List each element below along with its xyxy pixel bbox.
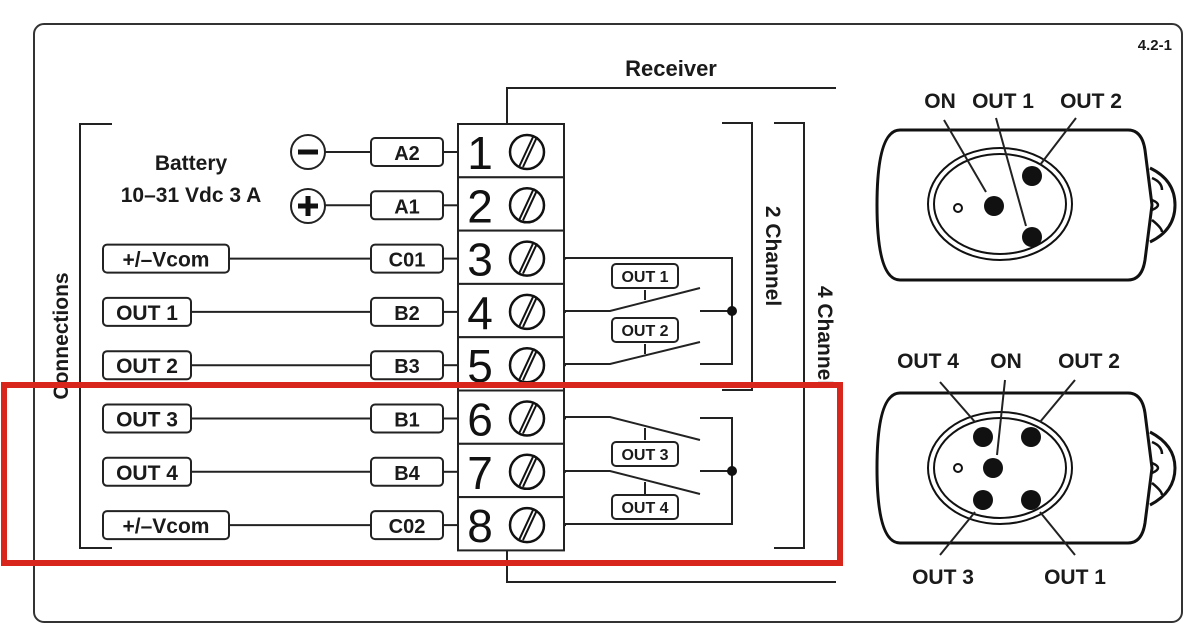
- button-out-3: [973, 490, 993, 510]
- figure-id: 4.2-1: [1138, 37, 1172, 54]
- screw-icon: [508, 293, 546, 331]
- screw-icon: [508, 346, 546, 384]
- remote-4-channel: OUT 4 ON OUT 2 OUT 3 OUT 1: [875, 350, 1177, 589]
- relay-label-box: [611, 494, 679, 520]
- connections-label: Connections: [50, 272, 73, 399]
- relay-group-4ch: [565, 416, 737, 525]
- code-label: B1: [394, 410, 420, 432]
- terminal-number: 8: [467, 500, 493, 552]
- remote4-label-on: ON: [990, 350, 1022, 373]
- screw-icon: [508, 240, 546, 277]
- highlight-box: [1, 382, 843, 566]
- terminal-number: 4: [467, 287, 493, 339]
- remote2-label-on: ON: [924, 90, 956, 113]
- remote2-label-out1: OUT 1: [972, 90, 1034, 113]
- terminal-row: OUT 1 B2 4: [102, 282, 566, 339]
- terminal-number: 3: [467, 234, 493, 286]
- relay-label-box: [611, 441, 679, 467]
- relay-group-2ch: [565, 257, 737, 365]
- button-out-2: [1022, 166, 1042, 186]
- remote4-label-out4: OUT 4: [897, 350, 959, 373]
- code-label: C02: [389, 516, 426, 538]
- button-out-4: [973, 427, 993, 447]
- source-label: OUT 3: [116, 409, 178, 432]
- code-label: C01: [389, 250, 426, 272]
- terminal-number: 7: [467, 447, 493, 499]
- source-label: +/–Vcom: [123, 249, 210, 272]
- terminal-row: A2 1: [325, 123, 565, 179]
- label-4-channel: 4 Channel: [813, 286, 836, 386]
- code-label: B4: [394, 463, 420, 485]
- button-out-2: [1021, 427, 1041, 447]
- code-label: B2: [394, 303, 420, 325]
- code-label: B3: [394, 356, 420, 378]
- remote4-label-out1: OUT 1: [1044, 566, 1106, 589]
- screw-icon: [508, 133, 546, 171]
- battery-title: Battery: [155, 152, 228, 175]
- button-on: [983, 458, 1003, 478]
- code-label: A1: [394, 196, 420, 218]
- remote4-label-out2: OUT 2: [1058, 350, 1120, 373]
- source-label: +/–Vcom: [123, 515, 210, 538]
- diagram-frame: [33, 23, 1183, 623]
- remote-key-ring: [1149, 430, 1177, 507]
- terminal-row: +/–Vcom C02 8: [102, 496, 566, 552]
- source-label: OUT 4: [116, 462, 178, 485]
- terminal-row: +/–Vcom C01 3: [102, 229, 566, 286]
- battery-positive-terminal: [290, 188, 326, 224]
- relay-label: OUT 1: [621, 269, 668, 286]
- screw-icon: [508, 453, 546, 491]
- remote-key-ring: [1149, 166, 1177, 244]
- terminal-number: 6: [467, 394, 493, 446]
- label-2-channel: 2 Channel: [761, 206, 784, 306]
- screw-icon: [508, 506, 546, 544]
- terminal-number: 2: [467, 180, 493, 232]
- receiver-label: Receiver: [625, 56, 717, 81]
- bracket-2-channel: [722, 122, 753, 391]
- terminal-row: A1 2: [325, 176, 565, 232]
- relay-label: OUT 4: [621, 500, 668, 517]
- relay-label-box: [611, 317, 679, 343]
- bracket-4-channel: [774, 122, 805, 549]
- screw-icon: [508, 400, 546, 437]
- junction-dot: [727, 466, 737, 476]
- button-on: [984, 196, 1004, 216]
- led-indicator: [953, 463, 963, 473]
- relay-label-box: [611, 263, 679, 289]
- led-indicator: [953, 203, 963, 213]
- connections-bracket: [79, 123, 112, 549]
- battery-spec: 10–31 Vdc 3 A: [121, 184, 261, 207]
- remote2-label-out2: OUT 2: [1060, 90, 1122, 113]
- screw-icon: [508, 187, 546, 224]
- terminal-number: 1: [467, 127, 493, 179]
- remote4-label-out3: OUT 3: [912, 566, 974, 589]
- source-label: OUT 1: [116, 302, 178, 325]
- button-out-1: [1022, 227, 1042, 247]
- button-out-1: [1021, 490, 1041, 510]
- source-label: OUT 2: [116, 355, 178, 378]
- relay-labels: OUT 1 OUT 2 OUT 3 OUT 4: [611, 263, 679, 520]
- terminal-row: OUT 4 B4 7: [102, 442, 566, 499]
- receiver-top-line: [506, 87, 836, 123]
- receiver-bottom-line: [506, 547, 836, 583]
- junction-dot: [727, 306, 737, 316]
- relay-label: OUT 2: [621, 323, 668, 340]
- remote-2-channel: ON OUT 1 OUT 2: [875, 90, 1177, 282]
- battery-negative-terminal: [290, 134, 326, 170]
- relay-label: OUT 3: [621, 447, 668, 464]
- code-label: A2: [394, 143, 420, 165]
- terminal-row: OUT 3 B1 6: [102, 389, 566, 446]
